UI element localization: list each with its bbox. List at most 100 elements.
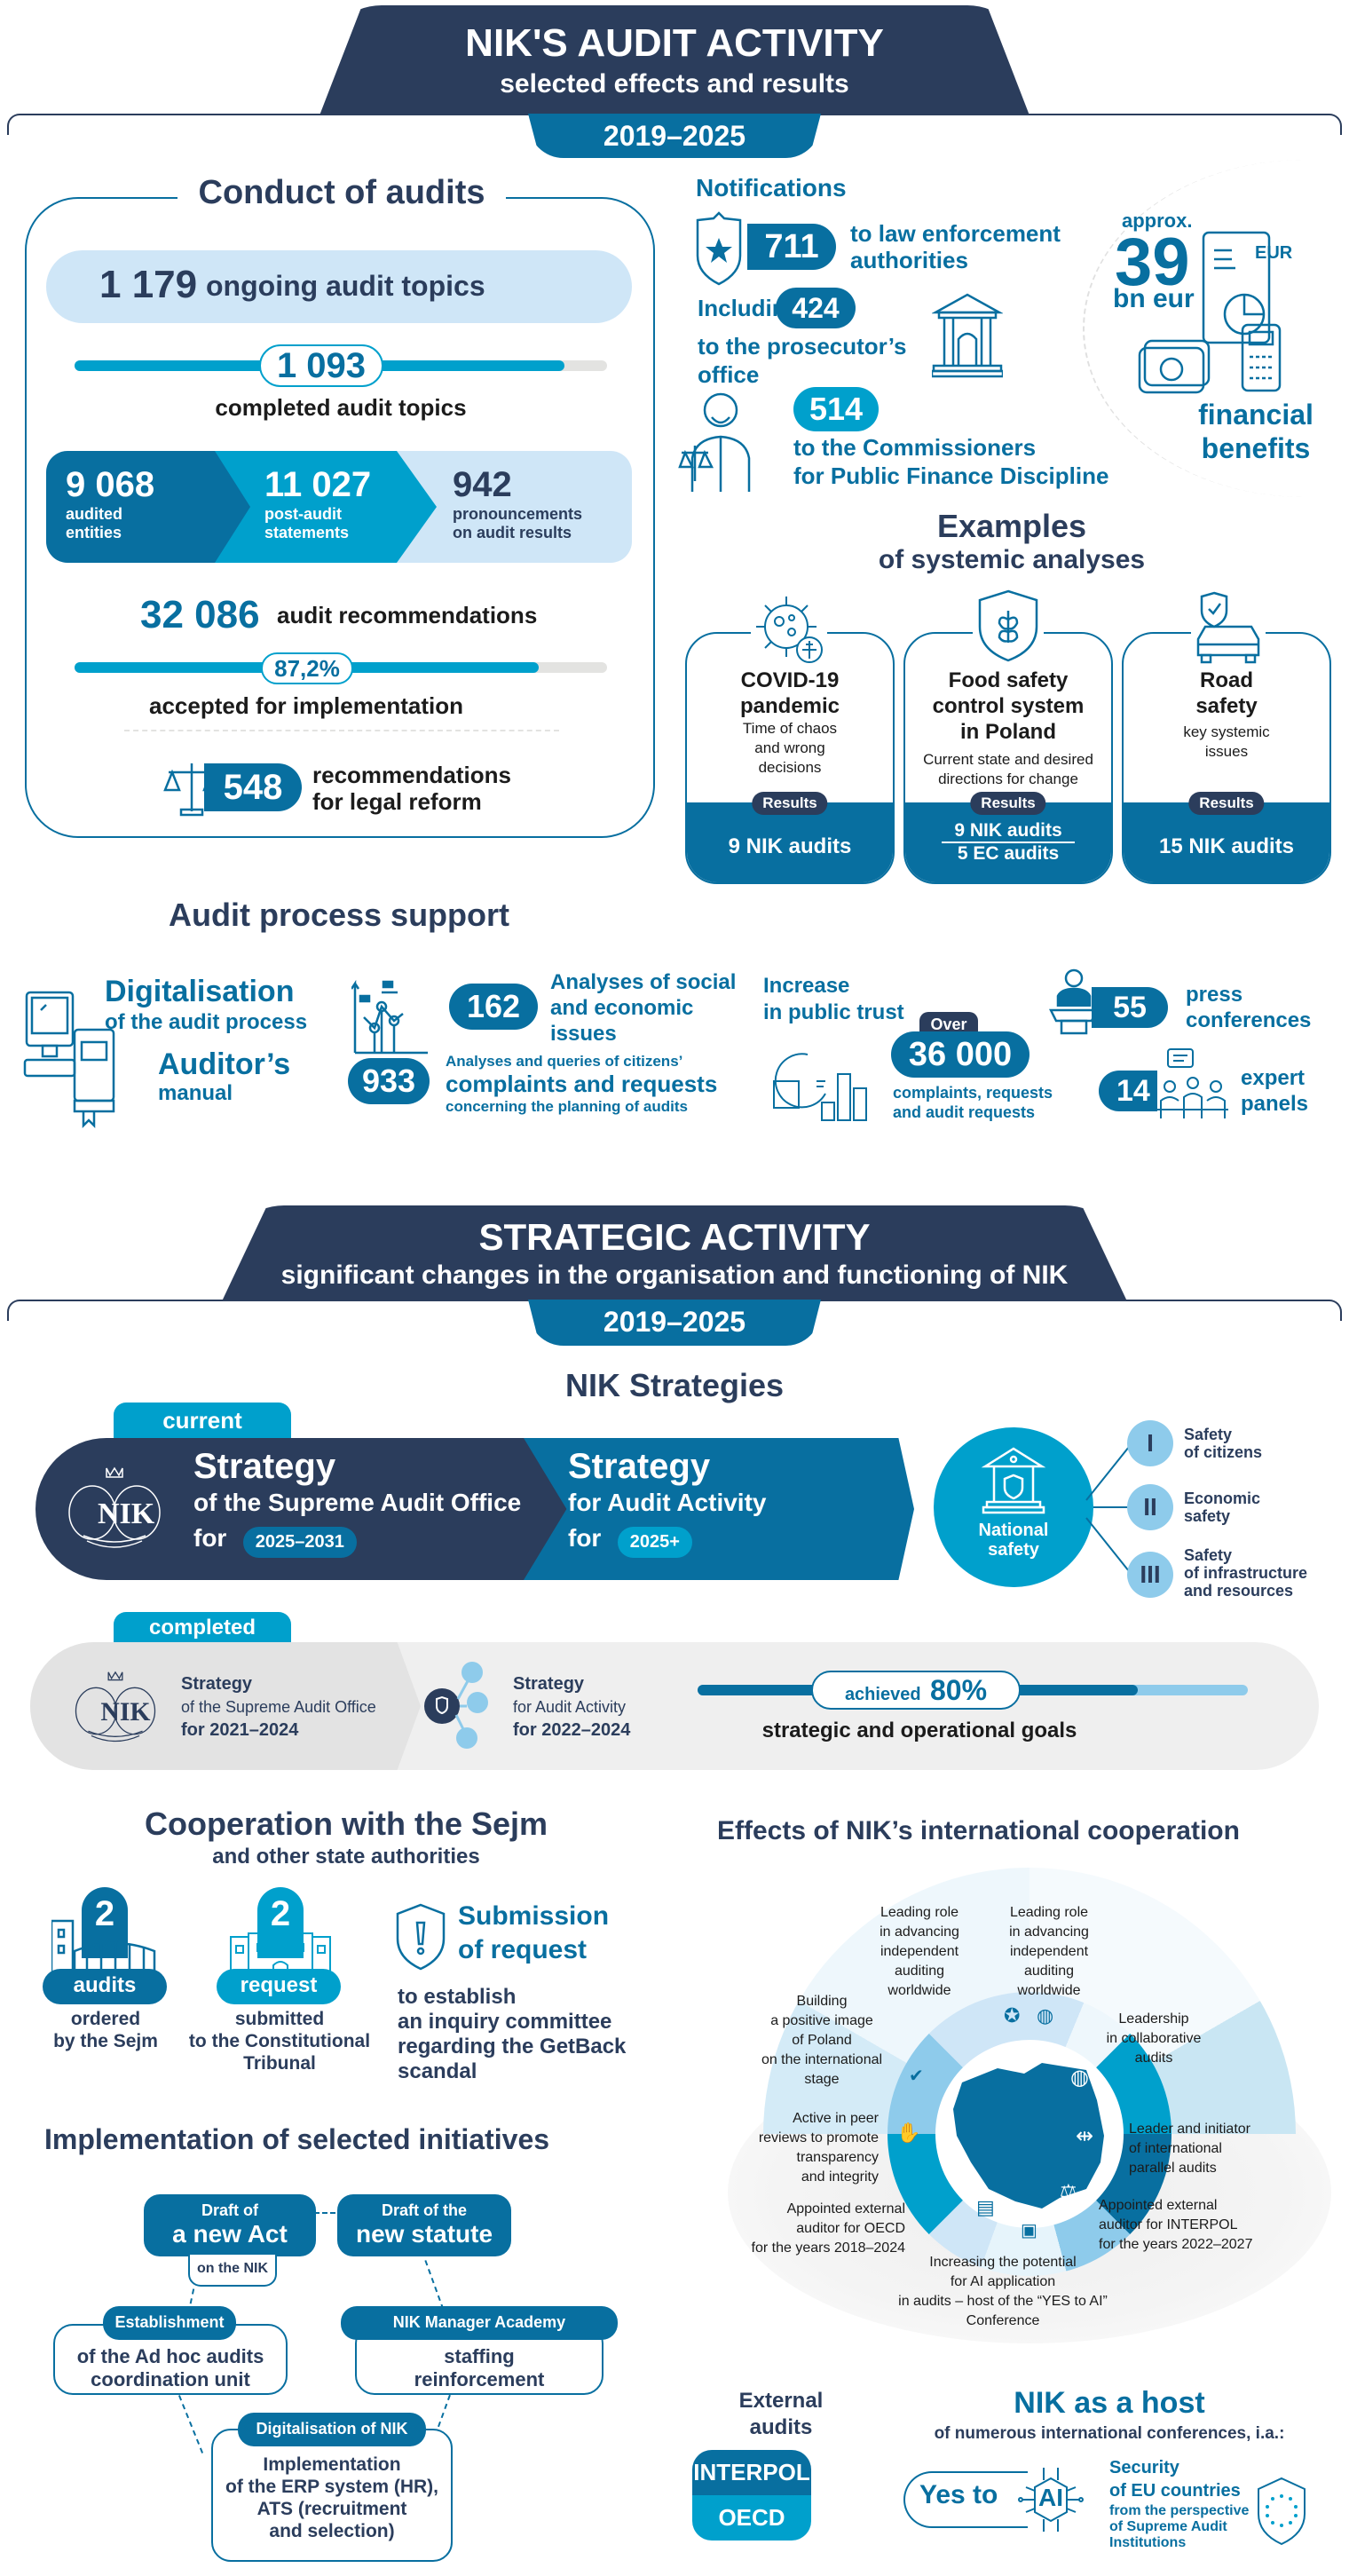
financial-value: 39 bbox=[1115, 225, 1190, 300]
pillar-connector-lines bbox=[1085, 1446, 1130, 1572]
press-label: press conferences bbox=[1186, 983, 1312, 1032]
globe-collab-icon: ◍ bbox=[1070, 2066, 1089, 2090]
analytics-chart-icon bbox=[351, 980, 428, 1055]
parallel-arrows-icon: ⇹ bbox=[1076, 2124, 1094, 2148]
external-oecd: OECD bbox=[692, 2495, 811, 2540]
yes-to-label: Yes to bbox=[919, 2480, 998, 2509]
computer-book-icon bbox=[23, 991, 115, 1129]
auditors-manual-title: Auditor’s bbox=[158, 1047, 291, 1081]
food-safety-shield-icon bbox=[973, 588, 1044, 664]
completed-tab: completed bbox=[114, 1612, 291, 1646]
national-safety-circle: National safety bbox=[934, 1427, 1093, 1587]
ongoing-value: 1 179 bbox=[99, 263, 198, 306]
example-card-road-safety: Road safety key systemic issues 15 NIK a… bbox=[1122, 632, 1331, 884]
audit-section-title: NIK'S AUDIT ACTIVITY bbox=[465, 21, 884, 65]
commissioner-person-icon bbox=[678, 392, 751, 492]
strategic-section-subtitle: significant changes in the organisation … bbox=[280, 1260, 1069, 1290]
nik-logo-icon: NIK bbox=[75, 1671, 156, 1742]
tribunal-request-label: request bbox=[217, 1969, 341, 2004]
notifications-title: Notifications bbox=[696, 174, 847, 201]
banknote-icon: ▤ bbox=[976, 2196, 995, 2218]
trust-title: Increase in public trust bbox=[763, 974, 904, 1024]
financial-approx: approx. bbox=[1122, 209, 1193, 232]
courthouse-icon bbox=[932, 293, 1003, 378]
period-pill: 2025+ bbox=[617, 1527, 692, 1559]
strategy-current-audit-activity: Strategy for Audit Activity for 2025+ bbox=[568, 1447, 766, 1559]
strategy-completed-audit-activity: Strategy for Audit Activity for 2022–202… bbox=[513, 1674, 631, 1740]
svg-text:NIK: NIK bbox=[100, 1698, 150, 1727]
results-label: Results bbox=[970, 792, 1046, 815]
security-conference: Security of EU countries from the perspe… bbox=[1109, 2458, 1250, 2550]
press-value: 55 bbox=[1092, 987, 1168, 1028]
tribunal-request-badge: 2 request bbox=[217, 1887, 344, 2004]
results-label: Results bbox=[1188, 792, 1265, 815]
draft-new-act: Draft of a new Act bbox=[144, 2194, 316, 2256]
commissioners-label: to the Commissioners for Public Finance … bbox=[793, 434, 1109, 489]
analyses-value: 162 bbox=[449, 984, 538, 1030]
eu-shield-icon bbox=[1258, 2477, 1306, 2546]
trust-label: complaints, requests and audit requests bbox=[893, 1084, 1053, 1121]
strategy-current-sao: Strategy of the Supreme Audit Office for… bbox=[193, 1447, 521, 1559]
police-badge-icon bbox=[696, 211, 742, 286]
audit-section-subtitle: selected effects and results bbox=[500, 69, 849, 99]
prosecutor-value: 424 bbox=[776, 288, 856, 328]
press-conference-speaker-icon bbox=[1049, 968, 1099, 1035]
establishment-head: Establishment bbox=[103, 2306, 236, 2340]
example-card-food-safety: Food safety control system in Poland Cur… bbox=[903, 632, 1113, 884]
tribunal-request-desc: submitted to the Constitutional Tribunal bbox=[188, 2009, 371, 2074]
strategic-section-title: STRATEGIC ACTIVITY bbox=[478, 1216, 871, 1258]
sejm-audits-label: audits bbox=[43, 1969, 167, 2004]
strategic-years-tab: 2019–2025 bbox=[528, 1300, 821, 1346]
recommendations-label: audit recommendations bbox=[277, 602, 538, 628]
digitalisation-sub: of the audit process bbox=[105, 1010, 308, 1034]
auditors-manual-sub: manual bbox=[158, 1081, 233, 1105]
finance-doc-label: EUR bbox=[1255, 243, 1293, 263]
complaints-label: Analyses and queries of citizens’ compla… bbox=[446, 1053, 718, 1115]
divider bbox=[124, 730, 559, 731]
ai-label: AI bbox=[1038, 2484, 1063, 2511]
digitalisation-title: Digitalisation bbox=[105, 975, 295, 1008]
stat-audited-entities: 9 068 audited entities bbox=[66, 465, 155, 541]
audit-section-banner: NIK'S AUDIT ACTIVITY selected effects an… bbox=[320, 5, 1030, 115]
warning-shield-icon bbox=[396, 1903, 446, 1971]
yes-to-ai-badge bbox=[903, 2471, 1028, 2528]
external-interpol: INTERPOL bbox=[692, 2450, 811, 2495]
panels-label: expert panels bbox=[1241, 1066, 1309, 1116]
public-trust-chart-icon bbox=[773, 1053, 867, 1121]
example-card-covid: COVID-19 pandemic Time of chaos and wron… bbox=[685, 632, 895, 884]
digitalisation-head: Digitalisation of NIK bbox=[238, 2413, 426, 2446]
completed-strategies-band bbox=[30, 1642, 1319, 1770]
strategic-section-banner: STRATEGIC ACTIVITY significant changes i… bbox=[222, 1205, 1127, 1301]
external-audits-list: INTERPOL OECD bbox=[692, 2450, 811, 2540]
stat-post-audit-statements: 11 027 post-audit statements bbox=[264, 465, 372, 541]
financial-divider-arc bbox=[1083, 160, 1349, 497]
current-strategies-band bbox=[36, 1438, 914, 1580]
poland-check-icon: ✔ bbox=[909, 2066, 924, 2086]
ai-chip-icon: ▣ bbox=[1021, 2221, 1037, 2240]
svg-text:NIK: NIK bbox=[98, 1497, 155, 1530]
legal-reform-label: recommendations for legal reform bbox=[312, 762, 511, 815]
connector-line bbox=[178, 2395, 204, 2454]
prosecutor-label: to the prosecutor’s office bbox=[698, 333, 907, 388]
complaints-value: 933 bbox=[348, 1058, 430, 1104]
stat-pronouncements: 942 pronouncements on audit results bbox=[453, 465, 583, 541]
award-medal-icon: ✪ bbox=[1004, 2004, 1021, 2027]
financial-unit: bn eur bbox=[1113, 284, 1195, 313]
submission-desc: to establish an inquiry committee regard… bbox=[398, 1985, 627, 2083]
audit-years-tab: 2019–2025 bbox=[528, 114, 821, 158]
period-pill: 2025–2031 bbox=[242, 1527, 357, 1559]
current-tab: current bbox=[114, 1403, 291, 1443]
poland-map-icon bbox=[953, 2063, 1104, 2209]
sejm-title: Cooperation with the Sejm and other stat… bbox=[144, 1806, 548, 1869]
accepted-label: accepted for implementation bbox=[149, 692, 463, 719]
justice-scales-icon: ⚖ bbox=[1060, 2180, 1077, 2202]
expert-panel-icon bbox=[1157, 1047, 1228, 1120]
goals-label: strategic and operational goals bbox=[761, 1719, 1077, 1742]
